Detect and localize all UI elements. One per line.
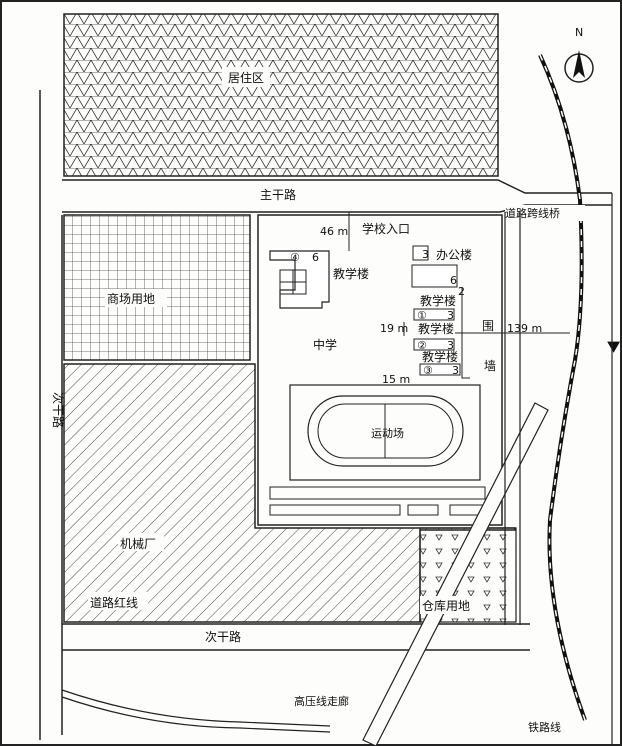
middle-school-label: 中学 [313, 337, 337, 352]
dimension-19-label: 19 m [380, 322, 408, 335]
teaching-building-3 [419, 363, 461, 376]
secondary-road [62, 623, 530, 651]
dimension-139-label: 139 m [507, 322, 542, 335]
dimension-46-label: 46 m [320, 225, 348, 238]
main-road-label: 主干路 [260, 187, 296, 202]
office-building [412, 245, 429, 261]
teaching-building-1 [413, 308, 455, 321]
secondary-road-label: 次干路 [205, 629, 241, 644]
teaching-building-label-1: 教学楼 [418, 321, 454, 336]
commercial-land [63, 214, 251, 361]
building-1-floors: 3 [447, 309, 454, 322]
main-teaching-building [411, 264, 458, 288]
factory-label: 机械厂 [120, 536, 156, 551]
residential-label: 居住区 [228, 71, 264, 85]
main-building-floors: 6 [450, 274, 457, 287]
entrance-marker-icon [607, 341, 620, 353]
teaching-building-label-3: 教学楼 [422, 349, 458, 364]
teaching-building-label-4: 教学楼 [333, 266, 369, 281]
secondary-road-vertical-label: 次干路 [51, 392, 66, 428]
teaching-building-2 [413, 338, 455, 351]
secondary-road-vertical [39, 90, 63, 740]
wall-line [461, 287, 470, 379]
sports-field [289, 384, 481, 481]
river-line [61, 689, 331, 727]
wall-label-2: 墙 [484, 359, 496, 373]
north-label: N [575, 26, 583, 39]
overpass-label: 道路跨线桥 [505, 206, 560, 220]
building-4-floors: 6 [312, 251, 319, 264]
residential-area [63, 13, 499, 177]
building-3-number: ③ [423, 364, 433, 377]
office-floors: 3 [422, 248, 429, 261]
warehouse-label: 仓库用地 [422, 598, 470, 613]
wall-label-1: 围 [482, 319, 494, 333]
school-entrance-label: 学校入口 [362, 221, 410, 236]
north-compass-icon [564, 50, 594, 83]
building-4-number: ④ [290, 251, 300, 264]
building-2-number: ② [417, 339, 427, 352]
railway-label: 铁路线 [528, 720, 561, 734]
teaching-building-label-main: 教学楼 [420, 293, 456, 308]
side-road [504, 212, 521, 625]
high-voltage-corridor [362, 402, 549, 746]
office-building-label: 办公楼 [436, 247, 472, 262]
building-3-floors: 3 [452, 364, 459, 377]
dimension-15-label: 15 m [382, 373, 410, 386]
building-1-number: ① [417, 309, 427, 322]
sports-field-label: 运动场 [371, 426, 404, 440]
building-2-floors: 3 [447, 339, 454, 352]
road-red-line-label: 道路红线 [90, 595, 138, 610]
railway-line [538, 54, 587, 721]
hv-corridor-label: 高压线走廊 [294, 694, 349, 708]
commercial-label: 商场用地 [107, 291, 155, 306]
